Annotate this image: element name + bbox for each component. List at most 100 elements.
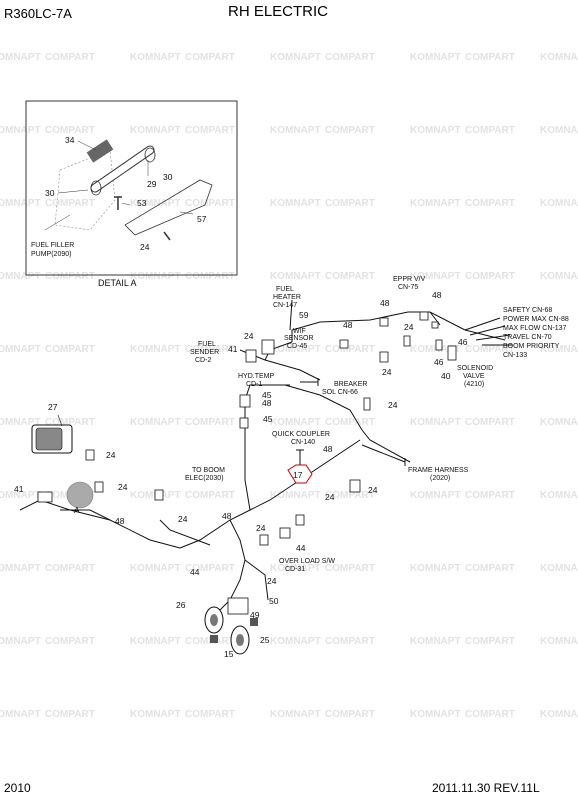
callout-24: 24: [388, 400, 398, 410]
callout-27: 27: [48, 402, 58, 412]
callout-45: 45: [262, 390, 272, 400]
fuel-filler-label: FUEL FILLER: [31, 242, 74, 249]
callout-44: 44: [190, 567, 200, 577]
watermark-text-left: KOMNAPT: [130, 52, 181, 63]
callout-41: 41: [228, 344, 238, 354]
safety-list-item: TRAVEL CN-70: [503, 334, 552, 341]
safety-list-item: MAX FLOW CN-137: [503, 325, 567, 332]
callout-24: 24: [178, 514, 188, 524]
page-number: 2010: [4, 781, 31, 795]
callout-45: 45: [263, 414, 273, 424]
safety-list-item: CN-133: [503, 352, 527, 359]
wif-sensor-label: CD-45: [287, 343, 307, 350]
callout-53: 53: [137, 198, 147, 208]
solenoid-label: VALVE: [463, 373, 485, 380]
watermark-text-right: COMPART: [45, 52, 95, 63]
fuel-sender-label: CD-2: [195, 357, 211, 364]
watermark-text-left: KOMNAPT: [270, 52, 321, 63]
hyd-temp-label: HYD.TEMP: [238, 373, 275, 380]
callout-48: 48: [115, 516, 125, 526]
callout-24: 24: [404, 322, 414, 332]
fuel-sender-label: FUEL: [198, 341, 216, 348]
watermark-pattern: KOMNAPT COMPART KOMNAPT COMPART KOMNAPT …: [0, 52, 578, 720]
callout-24: 24: [244, 331, 254, 341]
callout-48: 48: [262, 398, 272, 408]
callout-24: 24: [106, 450, 116, 460]
detail-a-box: [25, 100, 238, 276]
safety-list-item: BOOM PRIORITY: [503, 343, 560, 350]
breaker-label: BREAKER: [334, 381, 367, 388]
horn-parts: [204, 606, 258, 655]
callout-48: 48: [380, 298, 390, 308]
frame-harness-label: FRAME HARNESS: [408, 467, 469, 474]
model-code: R360LC-7A: [4, 6, 72, 21]
to-boom-label: TO BOOM: [192, 467, 225, 474]
watermark-row: KOMNAPT COMPART KOMNAPT COMPART KOMNAPT …: [0, 52, 578, 63]
callout-24: 24: [325, 492, 335, 502]
fuel-filler-label: PUMP(2090): [31, 251, 71, 258]
callout-48: 48: [343, 320, 353, 330]
callout-26: 26: [176, 600, 186, 610]
callout-30: 30: [163, 172, 173, 182]
callout-24: 24: [267, 576, 277, 586]
callout-15: 15: [224, 649, 234, 659]
detail-a-marker: A: [74, 505, 80, 515]
connector-parts: [37, 311, 457, 615]
wif-sensor-label: WIF: [293, 328, 306, 335]
callout-59: 59: [299, 310, 309, 320]
over-load-label: CD-31: [285, 566, 305, 573]
callout-40: 40: [441, 371, 451, 381]
callout-46: 46: [434, 357, 444, 367]
callout-50: 50: [269, 596, 279, 606]
callout-41: 41: [14, 484, 24, 494]
watermark-text-right: COMPART: [465, 52, 515, 63]
wif-sensor-label: SENSOR: [284, 335, 314, 342]
fuel-heater-label: FUEL: [276, 286, 294, 293]
eppr-label: CN-75: [398, 284, 418, 291]
page-title: RH ELECTRIC: [228, 3, 329, 20]
fuel-heater-label: HEATER: [273, 294, 301, 301]
watermark-text-right: COMPART: [185, 52, 235, 63]
callout-24: 24: [368, 485, 378, 495]
callout-57: 57: [197, 214, 207, 224]
callout-17: 17: [293, 470, 303, 480]
detail-a-title: DETAIL A: [98, 278, 137, 288]
callout-30: 30: [45, 188, 55, 198]
callout-29: 29: [147, 179, 157, 189]
hyd-temp-label: CD-1: [246, 381, 262, 388]
callout-48: 48: [323, 444, 333, 454]
solenoid-label: SOLENOID: [457, 365, 493, 372]
fuel-heater-label: CN-147: [273, 302, 297, 309]
harness-lines: [19, 299, 512, 616]
watermark-text-right: COMPART: [325, 52, 375, 63]
callout-24: 24: [118, 482, 128, 492]
revision-date: 2011.11.30 REV.11L: [432, 781, 540, 795]
eppr-label: EPPR V/V: [393, 276, 426, 283]
detail-a-marker-circle: [66, 481, 94, 509]
watermark-text-left: KOMNAPT: [410, 52, 461, 63]
callout-44: 44: [296, 543, 306, 553]
work-lamp: [31, 414, 73, 454]
fuel-sender-label: SENDER: [190, 349, 219, 356]
quick-coupler-label: QUICK COUPLER: [272, 431, 330, 438]
callout-49: 49: [250, 610, 260, 620]
frame-harness-label: (2020): [430, 475, 450, 482]
watermark-text-left: KOMNAPT: [0, 52, 41, 63]
safety-list-item: POWER MAX CN-88: [503, 316, 569, 323]
callout-17-hexagon: [287, 464, 313, 484]
callout-25: 25: [260, 635, 270, 645]
callout-48: 48: [222, 511, 232, 521]
breaker-label: SOL CN-66: [322, 389, 358, 396]
watermark-text-left: KOMNAPT: [540, 52, 578, 63]
safety-list-item: SAFETY CN-68: [503, 307, 552, 314]
over-load-label: OVER LOAD S/W: [279, 558, 335, 565]
callout-24: 24: [382, 367, 392, 377]
callout-46: 46: [458, 337, 468, 347]
callout-24: 24: [140, 242, 150, 252]
callout-34: 34: [65, 135, 75, 145]
quick-coupler-label: CN-140: [291, 439, 315, 446]
callout-24: 24: [256, 523, 266, 533]
solenoid-label: (4210): [464, 381, 484, 388]
callout-48: 48: [432, 290, 442, 300]
